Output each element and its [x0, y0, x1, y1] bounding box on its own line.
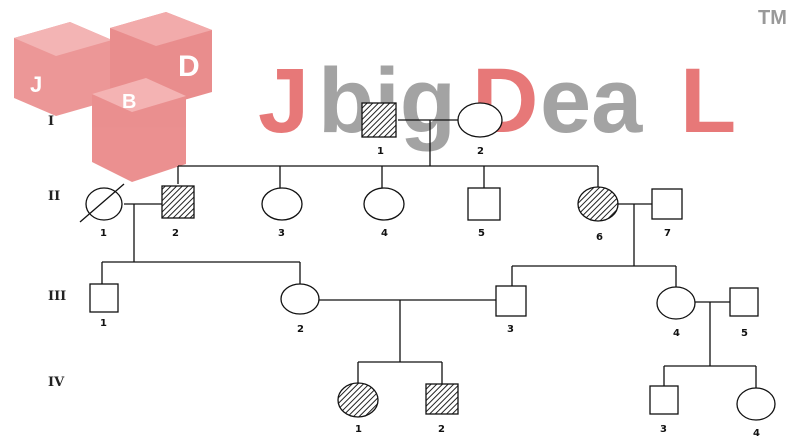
watermark-wordmark: J big D ea L — [258, 50, 736, 152]
id-iii-5: 5 — [741, 328, 748, 339]
wm-tm: TM — [758, 7, 787, 29]
die-letter-b: B — [122, 91, 136, 113]
id-ii-7: 7 — [664, 228, 671, 239]
watermark: J D B J big D ea L TM — [14, 7, 787, 182]
id-iv-2: 2 — [438, 424, 445, 435]
id-iv-3: 3 — [660, 424, 667, 435]
die-j: J — [14, 22, 112, 116]
die-letter-d: D — [178, 50, 200, 83]
individual-iv-1-affected-female — [337, 382, 379, 418]
individual-iii-2-female — [280, 283, 320, 315]
individual-iv-3-male — [649, 385, 679, 415]
id-ii-4: 4 — [381, 228, 388, 239]
individual-ii-1-symbol — [85, 187, 123, 221]
individual-iii-5-male — [729, 287, 759, 317]
individual-ii-4-female — [363, 187, 405, 221]
individual-iv-4-female — [736, 387, 776, 421]
id-iii-3: 3 — [507, 324, 514, 335]
id-ii-6: 6 — [596, 232, 603, 243]
wm-l: L — [680, 50, 736, 152]
generation-label-ii: II — [48, 189, 60, 204]
id-iv-4: 4 — [753, 428, 760, 439]
individual-i-1-affected-male — [361, 102, 397, 138]
id-ii-2: 2 — [172, 228, 179, 239]
individual-ii-5-male — [467, 187, 501, 221]
individual-ii-6-affected-female — [577, 186, 619, 222]
id-iv-1: 1 — [355, 424, 362, 435]
id-ii-5: 5 — [478, 228, 485, 239]
die-letter-j: J — [30, 72, 42, 97]
id-ii-1: 1 — [100, 228, 107, 239]
generation-label-i: I — [48, 114, 54, 129]
individual-ii-3-female — [261, 187, 303, 221]
generation-label-iii: III — [48, 289, 66, 304]
wm-j: J — [258, 50, 309, 152]
id-iii-1: 1 — [100, 318, 107, 329]
id-i-1: 1 — [377, 146, 384, 157]
id-iii-4: 4 — [673, 328, 680, 339]
individual-iii-1-male — [89, 283, 119, 313]
deceased-slash — [79, 183, 125, 223]
individual-ii-1-deceased-female — [79, 183, 125, 223]
pedigree-lines — [101, 119, 757, 388]
individual-i-2-female — [457, 102, 503, 138]
wm-ea: ea — [540, 50, 643, 152]
id-iii-2: 2 — [297, 324, 304, 335]
individual-iv-2-affected-male — [425, 383, 459, 415]
id-ii-3: 3 — [278, 228, 285, 239]
individual-iii-3-male — [495, 285, 527, 317]
individual-ii-7-male — [651, 188, 683, 220]
id-i-2: 2 — [477, 146, 484, 157]
individual-iii-4-female — [656, 286, 696, 320]
individual-ii-2-affected-male — [161, 185, 195, 219]
generation-label-iv: IV — [48, 375, 65, 390]
dice-logo: J D B — [14, 12, 212, 182]
die-b: B — [92, 78, 186, 182]
